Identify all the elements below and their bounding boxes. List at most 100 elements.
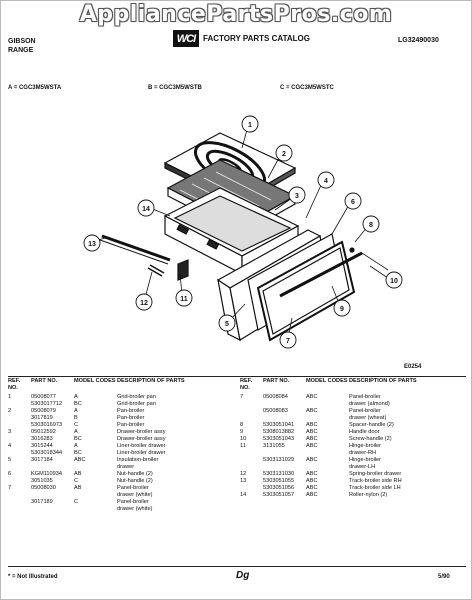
ref-cell [240, 408, 263, 415]
model-code-cell: ABC [306, 478, 318, 484]
description-cell: drawer-RH [349, 450, 377, 456]
ref-cell [8, 415, 31, 422]
ref-cell: 13 [240, 478, 247, 484]
svg-text:14: 14 [142, 206, 150, 213]
part-number-cell [263, 415, 306, 422]
part-number-cell: 05008084 [263, 394, 288, 400]
ref-cell: 3 [8, 429, 12, 435]
part-number-cell: 5303051056 [263, 485, 295, 491]
description-cell: Panel-broiler [117, 499, 149, 505]
col-model: MODEL CODES [74, 378, 116, 384]
ref-cell: 7 [8, 485, 12, 491]
ref-cell: 8 [240, 422, 244, 428]
description-cell: drawer (wheat) [349, 415, 387, 421]
model-code-cell: ABC [306, 422, 318, 428]
part-number-cell: 3131055 [263, 443, 285, 449]
model-code-cell: ABC [306, 408, 318, 414]
col-ref: REF. NO. [8, 378, 21, 391]
model-code-cell: ABC [306, 492, 318, 498]
description-cell: drawer [117, 464, 135, 470]
model-code-cell [74, 506, 117, 513]
table-row: drawer (white) [8, 492, 187, 499]
description-cell: Liner-broiler drawer [117, 450, 166, 456]
table-top-rule [8, 376, 466, 377]
description-cell: drawer (white) [117, 506, 153, 512]
ref-cell [8, 450, 31, 457]
callout-6: 6 [344, 192, 362, 210]
callout-11: 11 [175, 289, 193, 307]
footnote: * = Not Illustrated [8, 574, 58, 580]
svg-text:8: 8 [369, 222, 373, 229]
svg-text:5: 5 [225, 321, 229, 328]
model-code-cell: C [74, 499, 79, 505]
model-code-cell: A [74, 408, 78, 414]
part-number-cell [263, 401, 306, 408]
model-code-cell: ABC [306, 471, 318, 477]
svg-text:11: 11 [180, 296, 188, 303]
ref-cell: 5 [8, 457, 12, 463]
svg-text:13: 13 [88, 241, 96, 248]
svg-text:4: 4 [324, 178, 328, 185]
part-number-cell: 5303051057 [263, 492, 295, 498]
model-code-cell: C [74, 478, 79, 484]
model-code-cell [306, 450, 349, 457]
part-number-cell: 05008030 [31, 485, 56, 491]
table-bottom-rule [8, 566, 466, 567]
wci-logo: WCI [173, 30, 199, 47]
ref-cell [8, 499, 31, 506]
table-row: drawer-RH [240, 450, 419, 457]
model-code-cell: AB [74, 471, 82, 477]
description-cell: drawer (almond) [349, 401, 390, 407]
ref-cell: 7 [240, 394, 244, 400]
parts-table-left: REF. NO. PART NO. MODEL CODES DESCRIPTIO… [8, 378, 187, 513]
col-description: DESCRIPTION OF PARTS [117, 378, 185, 384]
table-row: drawer (almond) [240, 401, 419, 408]
part-number-cell: 5303051041 [263, 422, 295, 428]
model-code-cell: ABC [306, 485, 318, 491]
description-cell: Grid-broiler pan [117, 394, 156, 400]
parts-table-right: REF. NO. PART NO. MODEL CODES DESCRIPTIO… [240, 378, 419, 499]
ref-cell [240, 401, 263, 408]
description-cell: Drawer-broiler assy [117, 429, 166, 435]
part-number-cell [31, 506, 74, 513]
ref-cell [240, 464, 263, 471]
ref-cell [240, 485, 263, 492]
callout-2: 2 [275, 144, 293, 162]
catalog-title: FACTORY PARTS CATALOG [203, 34, 310, 43]
ref-cell: 6 [8, 471, 12, 477]
part-number-cell [263, 450, 306, 457]
description-cell: Handle door [349, 429, 380, 435]
part-number-cell [31, 492, 74, 499]
svg-text:1: 1 [248, 122, 252, 129]
callout-12: 12 [135, 293, 153, 311]
col-description: DESCRIPTION OF PARTS [349, 378, 417, 384]
part-number-cell: 5303131029 [263, 457, 295, 463]
part-number-cell: 05012592 [31, 429, 56, 435]
part-number-cell: 5308013882 [263, 429, 295, 435]
part-number-cell: 3051035 [31, 478, 53, 484]
svg-text:7: 7 [286, 338, 290, 345]
col-part: PART NO. [263, 378, 290, 384]
ref-cell: 10 [240, 436, 247, 442]
description-cell: Hinge-broiler [349, 443, 382, 449]
part-number-cell: 05008083 [263, 408, 288, 414]
model-code-cell: A [74, 443, 78, 449]
part-number-cell: 3017819 [31, 415, 53, 421]
callout-1: 1 [241, 115, 259, 133]
model-code-cell: ABC [74, 457, 86, 463]
description-cell: Panel-broiler [349, 408, 381, 414]
